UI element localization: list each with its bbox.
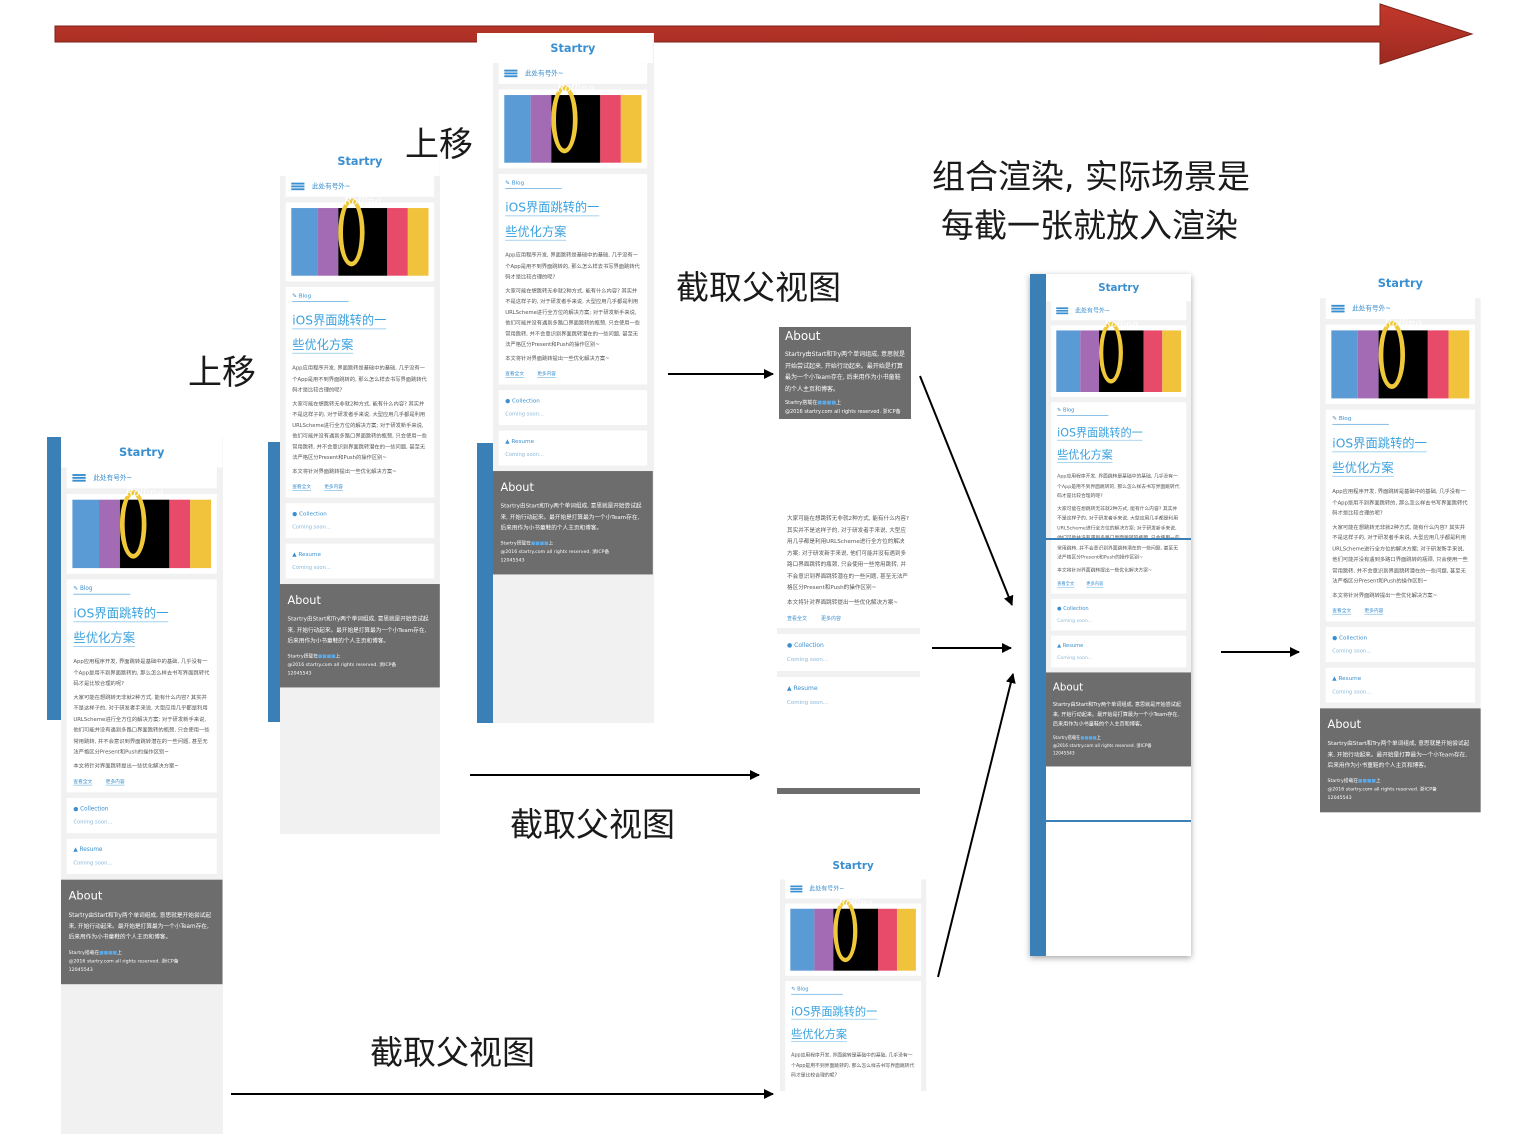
nav-label: 此处有号外~ [93,474,133,482]
post-title: iOS界面跳转的一些优化方案 [73,607,169,647]
arrow-top-to-combine [919,375,1014,606]
phone-page: Startry 此处有号外~ Rolling ✎ Blog iOS界面跳转的一些… [280,146,440,687]
rolling-logo: Rolling [119,486,170,569]
rolling-logo: Rolling [1378,317,1428,399]
menu-icon [1331,304,1345,313]
caption-capture-top: 截取父视图 [676,268,841,307]
screenshot-original: Startry 此处有号外~ Rolling ✎ Blog iOS界面跳转的一些… [47,437,223,1134]
banner: Rolling [66,486,217,574]
caption-capture-bottom: 截取父视图 [370,1033,535,1072]
final-render: Startry 此处有号外~ Rolling ✎ Blog iOS界面跳转的一些… [1320,268,1481,956]
closing-paragraph: 本文将针对界面跳转提出一些优化解决方案~ [73,763,179,770]
intro-paragraph: App应用程序开发, 界面跳转是基础中的基础, 几乎没有一个App是用不到界面跳… [73,659,210,687]
phone-page: Startry 此处有号外~ Rolling ✎ Blog iOS界面跳转的一些… [493,33,653,574]
arrow-bottom-to-combine [937,673,1016,978]
phone-page: Startry 此处有号外~ Rolling ✎ Blog iOS界面跳转的一些… [61,437,223,984]
screenshot-moved-up-2: Startry 此处有号外~ Rolling ✎ Blog iOS界面跳转的一些… [477,33,654,723]
caption-combine-line1: 组合渲染, 实际场景是 [932,157,1250,196]
detail-paragraph: 大家可能在想跳转无非就2种方式, 能有什么内容? 其实并不是这样子的, 对于研发… [73,694,210,756]
caption-combine-line2: 每截一张就放入渲染 [941,206,1238,245]
caption-capture-mid: 截取父视图 [510,805,675,844]
blog-tag: ✎ Blog [73,585,131,595]
rolling-logo: Rolling [832,897,878,971]
about-section: About Startry由Start和Try两个单词组成, 意思就是开始尝试起… [61,879,223,984]
detail-paragraph: 大家可能在想跳转无非就2种方式, 能有什么内容? 其实并不是这样子的, 对于研发… [787,516,909,591]
captured-slice-middle: 大家可能在想跳转无非就2种方式, 能有什么内容? 其实并不是这样子的, 对于研发… [777,508,920,794]
menu-icon [72,474,86,482]
captured-slice-bottom: Startry 此处有号外~ Rolling ✎ Blog iOS界面跳转的一些… [780,852,928,1112]
brand-title: Startry [61,437,223,468]
nav-bar: 此处有号外~ [66,467,217,489]
menu-icon [790,885,803,893]
menu-icon [291,182,305,191]
caption-move-up-1: 上移 [188,353,256,393]
rolling-logo: Rolling [1098,318,1144,392]
post-links: 查看全文更多内容 [73,779,125,786]
menu-icon [1056,307,1069,315]
combined-render: Startry 此处有号外~ Rolling ✎ Blog iOS界面跳转的一些… [1030,274,1191,956]
blog-post-card: ✎ Blog iOS界面跳转的一些优化方案 App应用程序开发, 界面跳转是基础… [66,579,217,793]
menu-icon [504,69,518,78]
screenshot-moved-up-1: Startry 此处有号外~ Rolling ✎ Blog iOS界面跳转的一些… [268,146,440,834]
caption-move-up-2: 上移 [405,125,473,165]
rolling-logo: Rolling [337,195,388,276]
rolling-logo: Rolling [550,82,601,163]
captured-slice-top: About Startry由Start和Try两个单词组成, 意思就是开始尝试起… [779,327,911,419]
